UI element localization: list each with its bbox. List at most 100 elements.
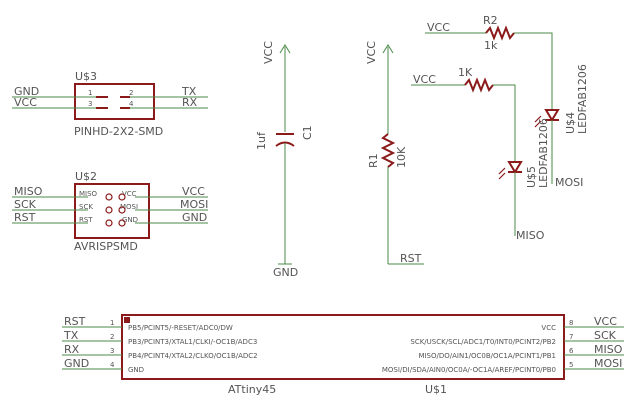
u1-num-pin3: 3: [110, 347, 114, 355]
u1-num-pin4: 4: [110, 361, 115, 369]
u2-net-gnd: GND: [182, 211, 207, 224]
u5-value: LEDFAB1206: [537, 118, 550, 188]
r1-net-top: VCC: [365, 41, 378, 64]
u1-net-pin1: RST: [64, 315, 86, 328]
u1-label-pin6: MISO/DO/AIN1/OC0B/OC1A/PCINT1/PB1: [418, 352, 556, 360]
u1-net-pin4: GND: [64, 357, 89, 370]
u1-value: ATtiny45: [228, 383, 276, 396]
part-c1[interactable]: VCC 1uf C1 GND: [255, 41, 314, 279]
u1-label-pin1: PB5/PCINT5/-RESET/ADC0/DW: [128, 324, 233, 332]
u3-pin-4: 4: [129, 100, 134, 108]
u2-body: [74, 183, 150, 239]
u2-name: U$2: [75, 170, 97, 183]
part-u3[interactable]: U$3 1 2 3 4 GND VCC TX RX PINHD-2X2-SMD: [12, 70, 208, 138]
u1-net-pin8: VCC: [594, 315, 617, 328]
r3-net: VCC: [413, 73, 436, 86]
u2-pad-5: [105, 219, 113, 227]
r2-wire-right: [514, 32, 553, 110]
u4-emit-arrow-1: [534, 115, 542, 123]
c1-plate-bottom: [275, 141, 295, 147]
u2-pin-gnd: GND: [122, 216, 138, 224]
u1-net-pin7: SCK: [594, 329, 617, 342]
r1-value: 10K: [395, 146, 408, 168]
u3-net-rx: RX: [182, 96, 198, 109]
u3-value: PINHD-2X2-SMD: [74, 125, 163, 138]
u4-name: U$4: [564, 112, 577, 134]
u4-emit-arrow-2: [534, 120, 542, 128]
u1-label-pin3: PB4/PCINT4/XTAL2/CLKO/OC1B/ADC2: [128, 352, 258, 360]
c1-net-bottom: GND: [273, 266, 298, 279]
r2-body: [485, 25, 515, 41]
u2-net-rst: RST: [14, 211, 36, 224]
u3-net-tx: TX: [181, 85, 197, 98]
u2-pin-vcc: VCC: [122, 190, 137, 198]
u2-net-mosi: MOSI: [180, 198, 208, 211]
u4-led-triangle: [544, 109, 560, 122]
c1-name: C1: [301, 125, 314, 140]
u1-name: U$1: [425, 383, 447, 396]
u3-pin-2: 2: [129, 89, 133, 97]
r2-net: VCC: [427, 21, 450, 34]
u5-led-triangle: [507, 161, 523, 174]
u1-net-pin2: TX: [63, 329, 79, 342]
u1-label-pin4: GND: [128, 366, 144, 374]
part-u4[interactable]: U$4 LEDFAB1206 MOSI: [534, 64, 589, 189]
u1-num-pin1: 1: [110, 319, 114, 327]
r2-value: 1k: [484, 39, 498, 52]
part-u2[interactable]: U$2 MISO SCK RST VCC MOSI GND MISO SCK R…: [12, 170, 208, 253]
c1-net-top: VCC: [262, 41, 275, 64]
r1-net-bottom: RST: [400, 252, 422, 265]
u1-pin1-marker: [124, 317, 130, 323]
u2-pin-miso: MISO: [79, 190, 98, 198]
u1-num-pin5: 5: [569, 361, 573, 369]
u5-emit-arrow-2: [498, 172, 506, 180]
u3-body: [74, 83, 155, 120]
u4-net: MOSI: [555, 176, 583, 189]
part-r2[interactable]: VCC R2 1k: [425, 14, 553, 110]
u2-pad-2: [118, 193, 126, 201]
r3-body: [464, 77, 494, 93]
u5-net: MISO: [516, 229, 545, 242]
u1-net-pin3: RX: [64, 343, 80, 356]
u1-body: [121, 314, 565, 380]
u1-label-pin7: SCK/USCK/SCL/ADC1/T0/INT0/PCINT2/PB2: [410, 338, 556, 346]
c1-value: 1uf: [255, 131, 268, 150]
u1-net-pin5: MOSI: [594, 357, 622, 370]
r1-name: R1: [367, 153, 380, 168]
u3-net-gnd: GND: [14, 85, 39, 98]
u3-pin-3: 3: [88, 100, 92, 108]
part-r3[interactable]: VCC 1K: [411, 66, 516, 162]
u2-pad-6: [118, 219, 126, 227]
u2-net-vcc: VCC: [182, 185, 205, 198]
u2-value: AVRISPSMD: [74, 240, 138, 253]
u3-name: U$3: [75, 70, 97, 83]
u2-net-sck: SCK: [14, 198, 37, 211]
u1-label-pin2: PB3/PCINT3/XTAL1/CLKI/-OC1B/ADC3: [128, 338, 257, 346]
r2-name: R2: [483, 14, 498, 27]
u1-label-pin5: MOSI/DI/SDA/AIN0/OC0A/-OC1A/AREF/PCINT0/…: [382, 366, 556, 374]
u1-num-pin8: 8: [569, 319, 573, 327]
u2-net-miso: MISO: [14, 185, 43, 198]
u2-pin-sck: SCK: [79, 203, 93, 211]
u5-emit-arrow-1: [498, 167, 506, 175]
part-u1[interactable]: RST TX RX GND 1 2 3 4 PB5/PCINT5/-RESET/…: [62, 314, 624, 396]
u4-value: LEDFAB1206: [576, 64, 589, 134]
r1-body: [380, 133, 396, 168]
u2-pad-3: [105, 206, 113, 214]
u2-pad-4: [118, 206, 126, 214]
u2-pin-rst: RST: [79, 216, 93, 224]
u5-name: U$5: [525, 166, 538, 188]
u1-label-pin8: VCC: [541, 324, 556, 332]
part-r1[interactable]: VCC R1 10K RST: [365, 41, 424, 265]
u1-num-pin6: 6: [569, 347, 574, 355]
u1-num-pin2: 2: [110, 333, 114, 341]
u2-pin-mosi: MOSI: [120, 203, 138, 211]
part-u5[interactable]: U$5 LEDFAB1206 MISO: [498, 118, 550, 242]
u3-net-vcc: VCC: [14, 96, 37, 109]
u1-net-pin6: MISO: [594, 343, 623, 356]
u3-pin-1: 1: [88, 89, 92, 97]
u2-pad-1: [105, 193, 113, 201]
r1-vcc-arrow: [382, 44, 394, 54]
r3-wire-right: [493, 84, 516, 162]
